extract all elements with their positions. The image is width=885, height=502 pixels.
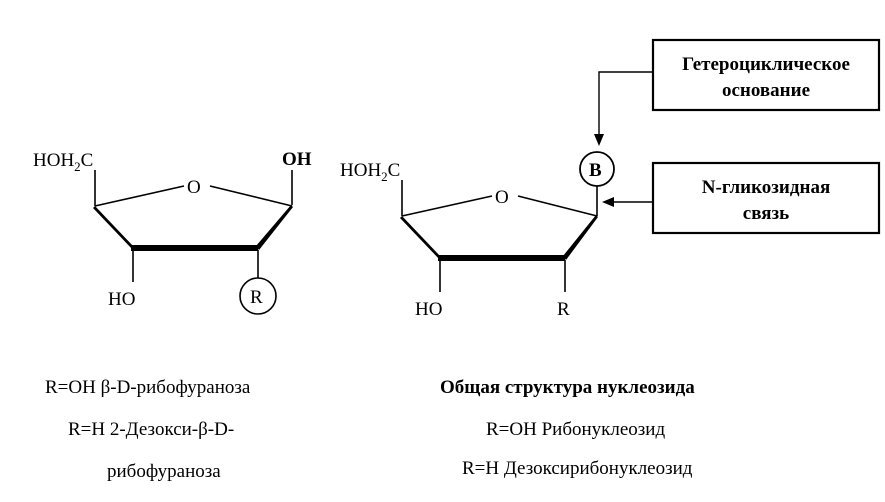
left-furanose-ring: HOH2C OH O HO R — [33, 149, 312, 315]
glycosidic-bond-label-2: связь — [743, 203, 789, 224]
heterocyclic-base-leader-line — [598, 71, 653, 136]
right-c2-c1-wedge — [563, 215, 598, 260]
right-o-c1-bond — [517, 195, 598, 217]
glycosidic-bond-box — [651, 161, 881, 235]
heterocyclic-base-box — [651, 38, 881, 112]
left-c2-c1-wedge — [256, 205, 293, 250]
right-c4-c3-wedge — [400, 216, 440, 260]
glycosidic-bond-callout: N-гликозидная связь — [602, 161, 881, 235]
left-ring-oxygen: O — [187, 177, 201, 198]
left-c4-c3-wedge — [93, 206, 133, 250]
left-caption-line-1: R=OH β-D-рибофураноза — [45, 377, 251, 398]
base-symbol: B — [589, 160, 602, 181]
right-ch2oh-label: HOH2C — [340, 160, 400, 184]
right-caption-line-2: R=H Дезоксирибонуклеозид — [462, 458, 693, 479]
right-ring-oxygen: O — [495, 187, 509, 208]
right-c4-o-bond — [401, 195, 493, 217]
left-caption-line-3: рибофураноза — [107, 461, 221, 482]
left-ch2oh-label: HOH2C — [33, 150, 93, 174]
left-caption-line-2: R=H 2-Дезокси-β-D- — [68, 419, 235, 440]
right-caption-line-1: R=OH Рибонуклеозид — [486, 419, 666, 440]
left-c4-o-bond — [94, 185, 185, 207]
right-nucleoside-ring: HOH2C B O HO R — [340, 151, 615, 320]
right-c3-hydroxyl: HO — [415, 299, 442, 320]
right-caption-title: Общая структура нуклеозида — [440, 377, 695, 398]
heterocyclic-base-label-1: Гетероциклическое — [682, 54, 850, 75]
left-o-c1-bond — [209, 185, 293, 207]
left-c2-substituent: R — [250, 287, 263, 308]
heterocyclic-base-label-2: основание — [722, 80, 810, 101]
glycosidic-bond-arrowhead — [602, 197, 614, 207]
glycosidic-bond-label-1: N-гликозидная — [702, 177, 830, 198]
left-anomeric-oh: OH — [282, 149, 312, 170]
left-r-circle — [239, 277, 277, 315]
left-c3-hydroxyl: HO — [108, 289, 135, 310]
heterocyclic-base-arrowhead — [594, 134, 604, 146]
right-c2-substituent: R — [557, 299, 570, 320]
heterocyclic-base-callout: Гетероциклическое основание — [594, 38, 881, 146]
